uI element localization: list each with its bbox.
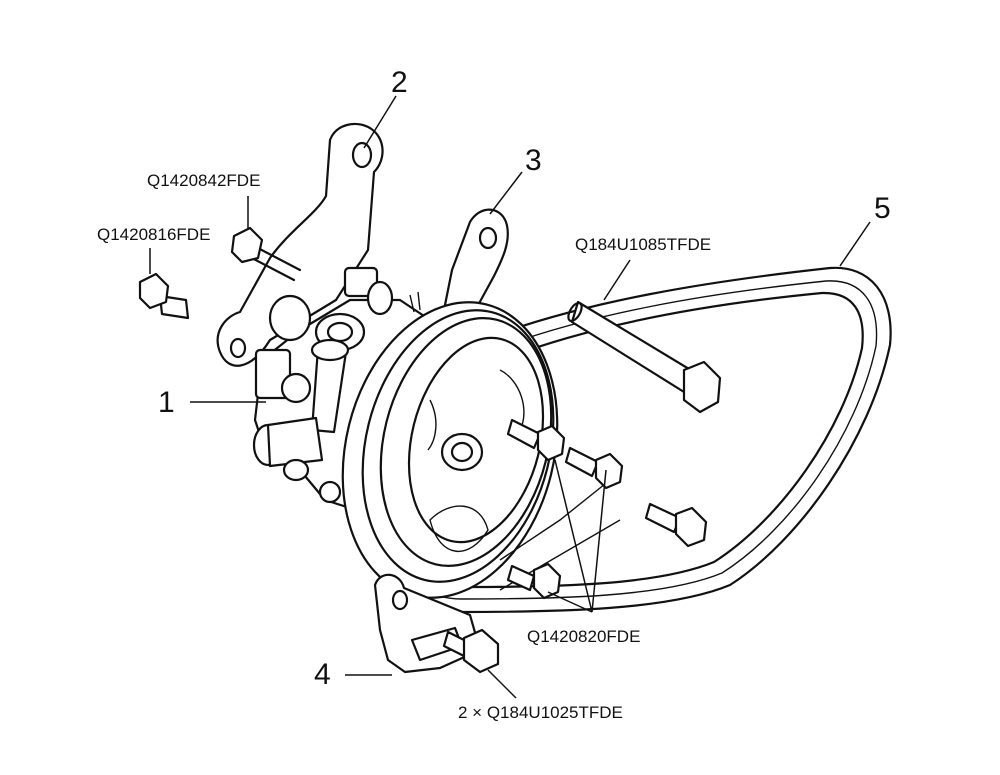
bolt-upper-q1420842fde: [230, 226, 302, 282]
bracket-bolts-q184u1025tfde: [442, 628, 500, 674]
callout-1: 1: [158, 386, 175, 419]
bolt-left-q1420816fde: [138, 272, 190, 320]
callout-3: 3: [525, 144, 542, 177]
pulley-bracket: [438, 208, 509, 332]
label-long-bolt: Q184U1085TFDE: [575, 235, 711, 254]
upper-bracket: [216, 122, 384, 367]
callout-5: 5: [874, 192, 891, 225]
pulley-bolts-q1420820fde: [506, 418, 708, 600]
label-bolt-left: Q1420816FDE: [97, 225, 210, 244]
pulley: [341, 301, 559, 599]
callout-2: 2: [391, 66, 408, 99]
callout-4: 4: [314, 658, 331, 691]
label-pulley-bolts: Q1420820FDE: [527, 627, 640, 646]
long-bolt-q184u1085tfde: [567, 300, 722, 414]
label-bolt-upper: Q1420842FDE: [147, 171, 260, 190]
leader-lines: [149, 95, 871, 699]
label-bracket-bolts: 2 × Q184U1025TFDE: [458, 703, 623, 722]
